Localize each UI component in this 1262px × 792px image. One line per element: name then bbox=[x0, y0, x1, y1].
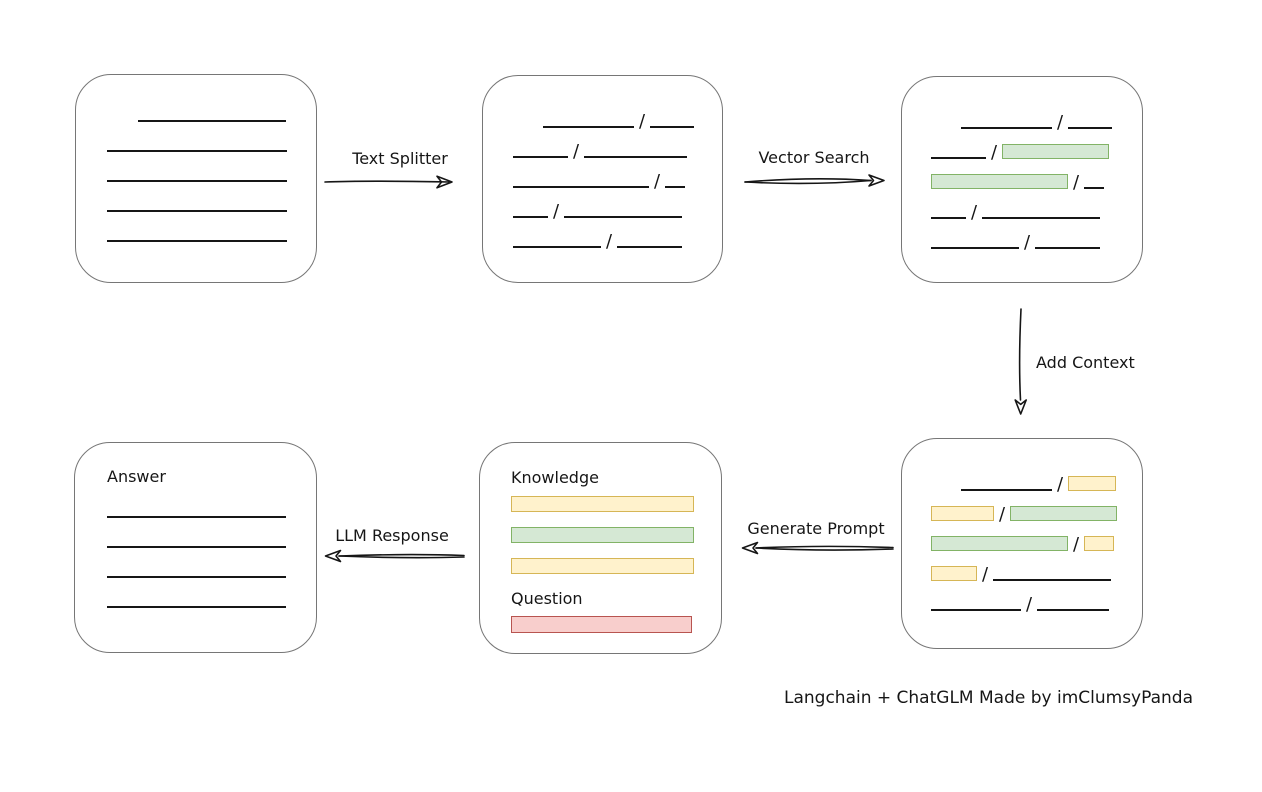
answer-label: Answer bbox=[107, 467, 166, 486]
yellow-chunk bbox=[1084, 536, 1115, 551]
green-chunk bbox=[1010, 506, 1118, 521]
yellow-chip bbox=[511, 558, 694, 574]
slash-separator: / bbox=[606, 231, 613, 252]
chunk-rows: / / / / / bbox=[902, 77, 1142, 253]
slash-separator: / bbox=[1057, 474, 1064, 495]
text-line bbox=[982, 217, 1101, 219]
knowledge-label: Knowledge bbox=[511, 468, 599, 487]
context-chunks-box: / / / / / bbox=[901, 438, 1143, 649]
text-line bbox=[513, 216, 548, 218]
llm-response-arrow bbox=[324, 549, 465, 563]
text-line bbox=[107, 150, 287, 152]
slash-separator: / bbox=[654, 171, 661, 192]
text-line bbox=[107, 210, 287, 212]
slash-separator: / bbox=[1073, 534, 1080, 555]
text-line bbox=[993, 579, 1112, 581]
split-chunks-box: / / / / / bbox=[482, 75, 723, 283]
prompt-box: Knowledge Question bbox=[479, 442, 722, 654]
text-line bbox=[961, 127, 1052, 129]
question-chips bbox=[511, 616, 721, 633]
text-line bbox=[513, 246, 601, 248]
slash-separator: / bbox=[982, 564, 989, 585]
yellow-chunk bbox=[931, 506, 994, 521]
slash-separator: / bbox=[999, 504, 1006, 525]
text-line bbox=[665, 186, 686, 188]
red-chip bbox=[511, 616, 692, 633]
text-splitter-arrow bbox=[324, 175, 453, 189]
document-lines bbox=[76, 75, 316, 242]
vector-search-arrow bbox=[744, 174, 885, 187]
slash-separator: / bbox=[553, 201, 560, 222]
text-line bbox=[138, 120, 286, 122]
text-line bbox=[543, 126, 634, 128]
text-line bbox=[1068, 127, 1113, 129]
text-line bbox=[1035, 247, 1101, 249]
slash-separator: / bbox=[639, 111, 646, 132]
text-line bbox=[961, 489, 1052, 491]
yellow-chunk bbox=[931, 566, 977, 581]
slash-separator: / bbox=[573, 141, 580, 162]
text-line bbox=[107, 516, 286, 518]
text-line bbox=[931, 609, 1021, 611]
text-line bbox=[513, 156, 568, 158]
green-chunk bbox=[1002, 144, 1110, 159]
slash-separator: / bbox=[1026, 594, 1033, 615]
source-document-box bbox=[75, 74, 317, 283]
green-chip bbox=[511, 527, 694, 543]
text-line bbox=[107, 180, 287, 182]
generate-prompt-arrow bbox=[741, 541, 894, 555]
text-line bbox=[617, 246, 683, 248]
text-line bbox=[650, 126, 695, 128]
caption: Langchain + ChatGLM Made by imClumsyPand… bbox=[784, 688, 1193, 708]
llm-response-label: LLM Response bbox=[335, 526, 449, 545]
slash-separator: / bbox=[1073, 172, 1080, 193]
text-line bbox=[931, 157, 986, 159]
answer-box: Answer bbox=[74, 442, 317, 653]
text-splitter-label: Text Splitter bbox=[352, 149, 448, 168]
slash-separator: / bbox=[1057, 112, 1064, 133]
text-line bbox=[107, 606, 286, 608]
text-line bbox=[107, 576, 286, 578]
text-line bbox=[1037, 609, 1110, 611]
text-line bbox=[931, 217, 966, 219]
green-chunk bbox=[931, 174, 1068, 189]
text-line bbox=[513, 186, 649, 188]
add-context-arrow bbox=[1014, 308, 1027, 415]
text-line bbox=[564, 216, 683, 218]
text-line bbox=[584, 156, 688, 158]
question-label: Question bbox=[511, 589, 583, 608]
knowledge-chips bbox=[511, 496, 721, 574]
text-line bbox=[107, 240, 287, 242]
slash-separator: / bbox=[971, 202, 978, 223]
generate-prompt-label: Generate Prompt bbox=[747, 519, 885, 538]
matched-chunks-box: / / / / / bbox=[901, 76, 1143, 283]
yellow-chip bbox=[511, 496, 694, 512]
answer-lines bbox=[107, 488, 316, 608]
vector-search-label: Vector Search bbox=[758, 148, 870, 167]
text-line bbox=[931, 247, 1019, 249]
text-line bbox=[1084, 187, 1105, 189]
add-context-label: Add Context bbox=[1036, 353, 1135, 372]
yellow-chunk bbox=[1068, 476, 1117, 491]
slash-separator: / bbox=[991, 142, 998, 163]
slash-separator: / bbox=[1024, 232, 1031, 253]
text-line bbox=[107, 546, 286, 548]
chunk-rows: / / / / / bbox=[902, 439, 1142, 615]
chunk-rows: / / / / / bbox=[483, 76, 722, 252]
green-chunk bbox=[931, 536, 1068, 551]
